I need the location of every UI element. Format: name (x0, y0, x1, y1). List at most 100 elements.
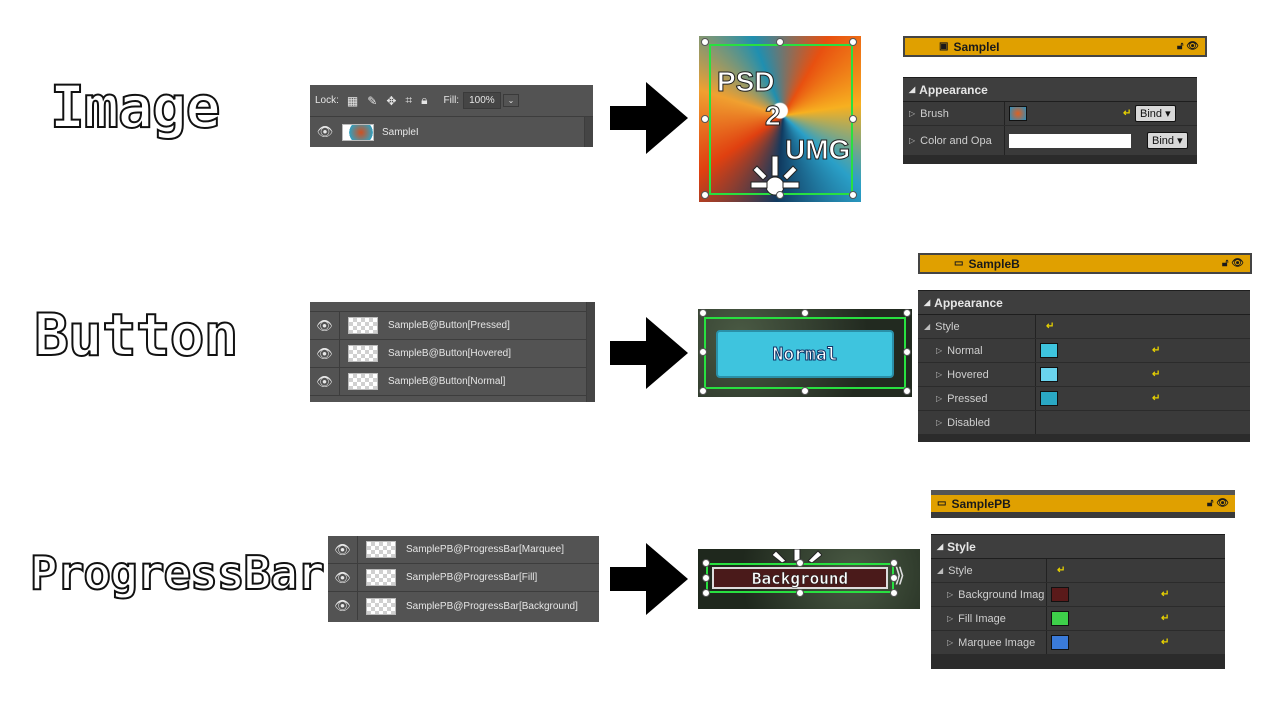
bind-button[interactable]: Bind ▾ (1135, 105, 1176, 122)
brush-thumbnail[interactable] (1009, 106, 1027, 121)
resize-handle[interactable] (903, 309, 911, 317)
property-value: ↵ (1036, 315, 1250, 338)
lock-artboard-icon[interactable]: ⌗ (405, 93, 413, 107)
property-name: ▷ Background Imag (931, 583, 1047, 606)
normal-state-button[interactable]: Normal (716, 330, 894, 378)
layer-thumbnail (342, 123, 374, 141)
section-header[interactable]: ◢ Appearance (903, 78, 1197, 102)
style-thumbnail[interactable] (1040, 343, 1058, 358)
visibility-eye-icon[interactable]: 👁︎ (328, 536, 358, 563)
expand-triangle-icon[interactable]: ▷ (947, 638, 954, 647)
ue-widget-header-image[interactable]: ▣ SampleI 🔓︎ 👁︎ (903, 36, 1207, 57)
color-swatch[interactable] (1009, 133, 1131, 148)
ps-layer-item[interactable]: 👁︎ SampleI (310, 117, 593, 147)
resize-handle[interactable] (801, 387, 809, 395)
resize-handle[interactable] (849, 115, 857, 123)
resize-handle[interactable] (890, 589, 898, 597)
resize-handle[interactable] (702, 559, 710, 567)
reset-arrow-icon[interactable]: ↵ (1046, 321, 1055, 332)
resize-handle[interactable] (796, 589, 804, 597)
resize-handle[interactable] (796, 559, 804, 567)
fill-dropdown-icon[interactable]: ⌄ (502, 94, 520, 107)
resize-handle[interactable] (801, 309, 809, 317)
resize-handle[interactable] (903, 387, 911, 395)
expand-triangle-icon[interactable]: ▷ (909, 136, 916, 145)
lock-visibility-icons[interactable]: 🔓︎ 👁︎ (1222, 258, 1244, 269)
visibility-eye-icon[interactable]: 👁︎ (310, 312, 340, 339)
gear-emblem-icon (772, 549, 822, 563)
lock-visibility-icons[interactable]: 🔓︎ 👁︎ (1207, 498, 1229, 509)
resize-handle[interactable] (702, 589, 710, 597)
reset-arrow-icon[interactable]: ↵ (1161, 589, 1170, 600)
lock-all-icon[interactable]: 🔒︎ (421, 93, 428, 107)
image-thumbnail[interactable] (1051, 635, 1069, 650)
bind-button[interactable]: Bind ▾ (1147, 132, 1188, 149)
expand-triangle-icon[interactable]: ▷ (947, 614, 954, 623)
resize-handle[interactable] (699, 309, 707, 317)
lock-transparent-icon[interactable]: ▦ (346, 93, 359, 108)
resize-handle[interactable] (849, 38, 857, 46)
collapse-triangle-icon[interactable]: ◢ (909, 85, 916, 94)
bar-end-cap-icon: ⟫ (894, 563, 906, 587)
lock-label: Lock: (315, 95, 339, 106)
resize-handle[interactable] (702, 574, 710, 582)
lock-visibility-icons[interactable]: 🔓︎ 👁︎ (1177, 41, 1199, 52)
collapse-triangle-icon[interactable]: ◢ (924, 298, 931, 307)
fill-input[interactable]: 100% (463, 92, 501, 109)
reset-arrow-icon[interactable]: ↵ (1161, 637, 1170, 648)
visibility-eye-icon[interactable]: 👁︎ (310, 340, 340, 367)
resize-handle[interactable] (699, 348, 707, 356)
button-widget-canvas[interactable]: Normal (698, 309, 912, 397)
ue-widget-header-progressbar[interactable]: ▭ SamplePB 🔓︎ 👁︎ (931, 495, 1235, 512)
section-header[interactable]: ◢ Style (931, 535, 1225, 559)
ps-layer-item[interactable]: 👁︎ SampleB@Button[Hovered] (310, 340, 595, 368)
visibility-eye-icon[interactable]: 👁︎ (310, 368, 340, 395)
collapse-triangle-icon[interactable]: ◢ (937, 566, 944, 575)
resize-handle[interactable] (903, 348, 911, 356)
reset-arrow-icon[interactable]: ↵ (1057, 565, 1066, 576)
reset-arrow-icon[interactable]: ↵ (1123, 108, 1132, 119)
lock-paint-icon[interactable]: ✎ (367, 93, 378, 108)
reset-arrow-icon[interactable]: ↵ (1152, 345, 1161, 356)
expand-triangle-icon[interactable]: ▷ (936, 418, 943, 427)
collapse-triangle-icon[interactable]: ◢ (924, 322, 931, 331)
resize-handle[interactable] (701, 38, 709, 46)
visibility-eye-icon[interactable]: 👁︎ (316, 124, 334, 139)
ps-scrollbar[interactable] (586, 302, 595, 402)
resize-handle[interactable] (776, 191, 784, 199)
collapse-triangle-icon[interactable]: ◢ (937, 542, 944, 551)
image-thumbnail[interactable] (1051, 611, 1069, 626)
image-widget-canvas[interactable]: PSD 2 UMG (699, 36, 861, 202)
progressbar-widget-canvas[interactable]: Background ⟫ (698, 549, 920, 609)
reset-arrow-icon[interactable]: ↵ (1161, 613, 1170, 624)
reset-arrow-icon[interactable]: ↵ (1152, 393, 1161, 404)
lock-move-icon[interactable]: ✥ (386, 93, 397, 108)
resize-handle[interactable] (890, 574, 898, 582)
resize-handle[interactable] (701, 115, 709, 123)
expand-triangle-icon[interactable]: ▷ (936, 394, 943, 403)
expand-triangle-icon[interactable]: ▷ (936, 346, 943, 355)
resize-handle[interactable] (699, 387, 707, 395)
resize-handle[interactable] (890, 559, 898, 567)
property-row-brush: ▷ Brush ↵ Bind ▾ (903, 102, 1197, 126)
ps-layer-item[interactable]: 👁︎ SamplePB@ProgressBar[Background] (328, 592, 599, 620)
resize-handle[interactable] (776, 38, 784, 46)
ps-layer-item[interactable]: 👁︎ SamplePB@ProgressBar[Marquee] (328, 536, 599, 564)
style-thumbnail[interactable] (1040, 391, 1058, 406)
expand-triangle-icon[interactable]: ▷ (909, 109, 916, 118)
reset-arrow-icon[interactable]: ↵ (1152, 369, 1161, 380)
ue-widget-header-button[interactable]: ▭ SampleB 🔓︎ 👁︎ (918, 253, 1252, 274)
ps-layer-item[interactable]: 👁︎ SampleB@Button[Normal] (310, 368, 595, 396)
image-thumbnail[interactable] (1051, 587, 1069, 602)
resize-handle[interactable] (701, 191, 709, 199)
resize-handle[interactable] (849, 191, 857, 199)
ps-layer-item[interactable]: 👁︎ SampleB@Button[Pressed] (310, 312, 595, 340)
ps-scrollbar[interactable] (584, 117, 593, 147)
expand-triangle-icon[interactable]: ▷ (936, 370, 943, 379)
style-thumbnail[interactable] (1040, 367, 1058, 382)
visibility-eye-icon[interactable]: 👁︎ (328, 564, 358, 591)
expand-triangle-icon[interactable]: ▷ (947, 590, 954, 599)
visibility-eye-icon[interactable]: 👁︎ (328, 592, 358, 620)
ps-layer-item[interactable]: 👁︎ SamplePB@ProgressBar[Fill] (328, 564, 599, 592)
section-header[interactable]: ◢ Appearance (918, 291, 1250, 315)
